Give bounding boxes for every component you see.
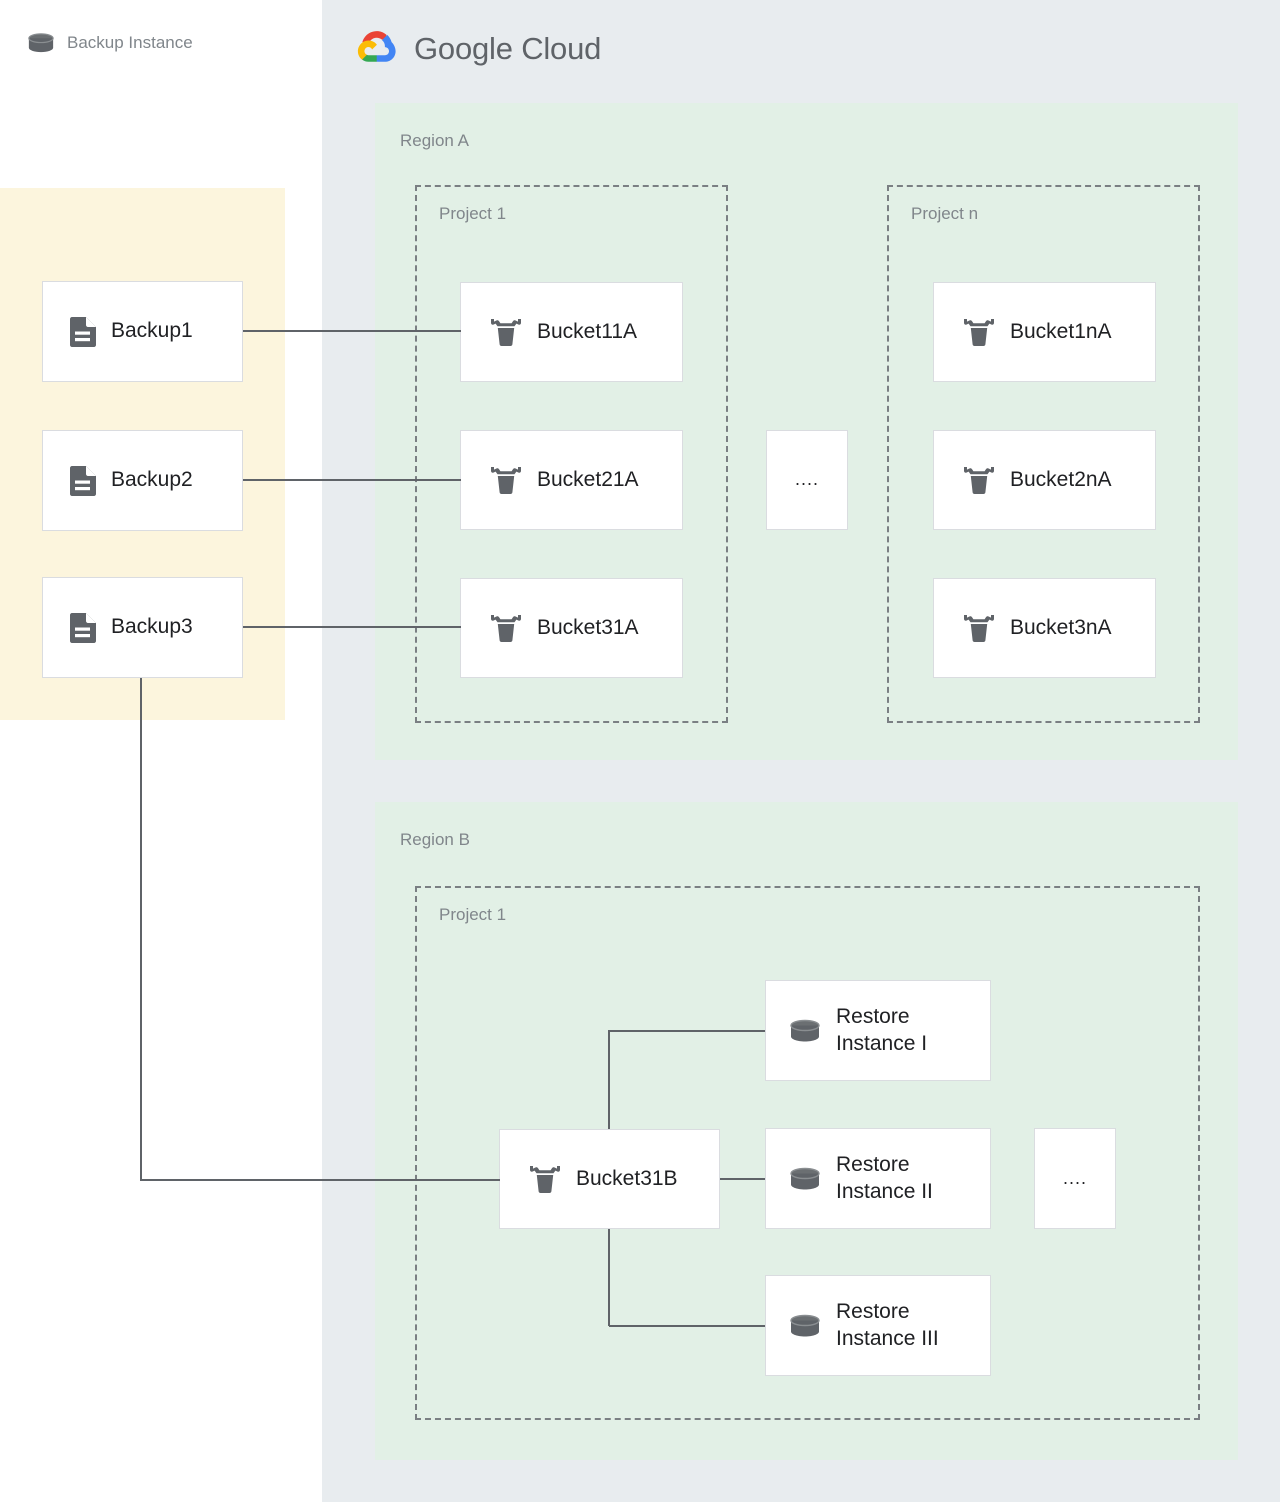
google-cloud-wordmark: Google Cloud xyxy=(414,31,601,67)
node-label: Restore Instance I xyxy=(836,1004,928,1055)
document-icon xyxy=(70,316,96,347)
node-label: Backup3 xyxy=(111,615,193,639)
node-label: Bucket31A xyxy=(537,615,639,639)
node-bucket31b[interactable]: Bucket31B xyxy=(499,1129,720,1229)
node-restore-instance-3[interactable]: Restore Instance III xyxy=(765,1275,991,1376)
node-label: Restore Instance III xyxy=(836,1299,939,1350)
connector-backup3-bucket31b-h xyxy=(140,1179,500,1181)
ellipsis-label: .... xyxy=(794,469,819,490)
brand-word-cloud: Cloud xyxy=(521,31,602,66)
node-bucket3na[interactable]: Bucket3nA xyxy=(933,578,1156,678)
node-label: Bucket31B xyxy=(576,1166,678,1190)
document-icon xyxy=(70,465,96,496)
node-bucket21a[interactable]: Bucket21A xyxy=(460,430,683,530)
connector-bucket31b-restore1-h xyxy=(609,1030,766,1032)
backup-instance-header: Backup Instance xyxy=(26,30,193,56)
region-b-label: Region B xyxy=(400,830,470,849)
connector-bucket31b-restore2-h xyxy=(720,1178,766,1180)
node-label: Bucket21A xyxy=(537,467,639,491)
node-label: Backup2 xyxy=(111,468,193,492)
node-restore-instance-1[interactable]: Restore Instance I xyxy=(765,980,991,1081)
connector-backup3-bucket31b-v xyxy=(140,678,142,1181)
storage-bucket-icon xyxy=(964,615,994,642)
node-bucket1na[interactable]: Bucket1nA xyxy=(933,282,1156,382)
node-bucket2na[interactable]: Bucket2nA xyxy=(933,430,1156,530)
node-label: Bucket11A xyxy=(537,319,638,343)
project-1-region-a-label: Project 1 xyxy=(439,204,507,223)
project-1-region-b-container: Project 1 xyxy=(415,886,1200,1420)
database-cylinder-icon xyxy=(790,1019,820,1041)
backup-instance-title: Backup Instance xyxy=(67,33,193,52)
project-1-region-b-label: Project 1 xyxy=(439,905,507,924)
storage-bucket-icon xyxy=(964,467,994,494)
node-label: Restore Instance II xyxy=(836,1152,933,1203)
node-backup3[interactable]: Backup3 xyxy=(42,577,243,678)
database-cylinder-icon xyxy=(790,1314,820,1336)
connector-bucket31b-restore1-v xyxy=(608,1030,610,1181)
document-icon xyxy=(70,612,96,643)
project-n-region-a-label: Project n xyxy=(911,204,979,223)
node-label: Backup1 xyxy=(111,319,193,343)
database-cylinder-icon xyxy=(28,33,54,53)
connector-backup2-bucket21a xyxy=(243,479,461,481)
node-ellipsis-region-a: .... xyxy=(766,430,848,530)
storage-bucket-icon xyxy=(491,467,521,494)
node-label: Bucket2nA xyxy=(1010,467,1112,491)
ellipsis-label: .... xyxy=(1062,1167,1087,1188)
node-bucket31a[interactable]: Bucket31A xyxy=(460,578,683,678)
node-backup1[interactable]: Backup1 xyxy=(42,281,243,382)
node-backup2[interactable]: Backup2 xyxy=(42,430,243,531)
node-ellipsis-region-b: .... xyxy=(1034,1128,1116,1229)
node-label: Bucket3nA xyxy=(1010,615,1112,639)
node-bucket11a[interactable]: Bucket11A xyxy=(460,282,683,382)
connector-bucket31b-restore3-v xyxy=(608,1178,610,1326)
google-cloud-brand: Google Cloud xyxy=(356,30,601,68)
region-a-label: Region A xyxy=(400,131,469,150)
brand-word-google: Google xyxy=(414,31,513,66)
storage-bucket-icon xyxy=(530,1166,560,1193)
connector-bucket31b-restore3-h xyxy=(609,1325,766,1327)
project-n-region-a-container: Project n xyxy=(887,185,1200,723)
google-cloud-logo-icon xyxy=(357,31,396,62)
node-label: Bucket1nA xyxy=(1010,319,1112,343)
project-1-region-a-container: Project 1 xyxy=(415,185,728,723)
database-cylinder-icon xyxy=(790,1167,820,1189)
storage-bucket-icon xyxy=(491,615,521,642)
connector-backup3-bucket31a xyxy=(243,626,461,628)
node-restore-instance-2[interactable]: Restore Instance II xyxy=(765,1128,991,1229)
storage-bucket-icon xyxy=(964,319,994,346)
storage-bucket-icon xyxy=(491,319,521,346)
connector-backup1-bucket11a xyxy=(243,330,461,332)
